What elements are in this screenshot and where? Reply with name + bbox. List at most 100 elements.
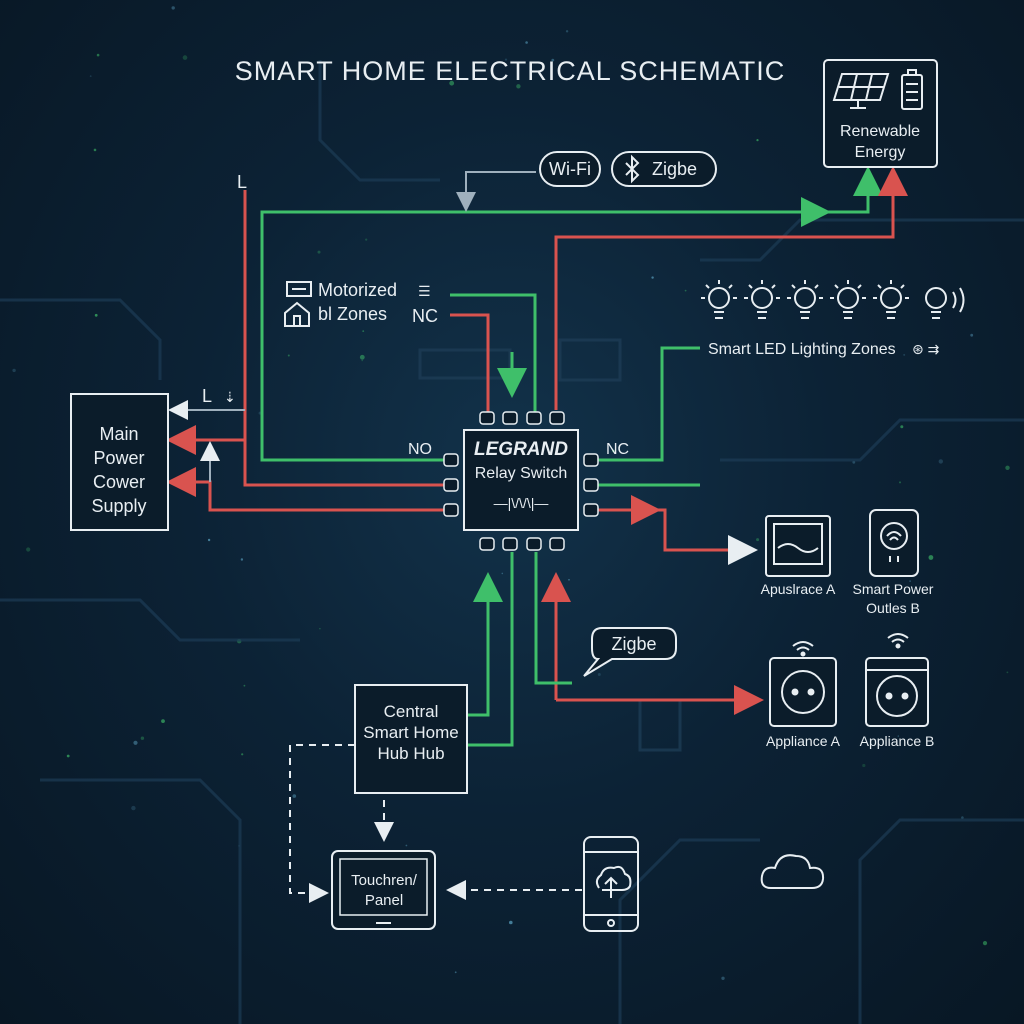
battery-icon [901,69,923,110]
appliance-a-node[interactable]: Appliance A [766,641,841,749]
relay-brand: LEGRAND [474,439,568,460]
glow-dot [131,805,136,811]
relay-pin[interactable] [443,453,459,467]
smartphone-node[interactable] [583,836,639,932]
glow-dot [501,572,504,575]
solar-panel-icon [832,73,890,109]
hub-label-1: Central [384,702,439,721]
glow-dot [909,580,911,582]
wifi-pill[interactable]: Wi-Fi [539,151,601,187]
touch-panel-node[interactable]: Touchren/ Panel [331,850,436,930]
relay-pin[interactable] [526,537,542,551]
relay-pin[interactable] [502,537,518,551]
glow-dot [365,238,368,241]
motorized-red-wire [450,313,490,412]
glow-dot [93,148,97,152]
relay-pin[interactable] [526,411,542,425]
glow-dot [651,276,654,279]
motorized-zones-node[interactable]: Motorized bl Zones ☰ NC [284,280,438,327]
appliance-b-node[interactable]: Appliance B [860,633,935,749]
zigbee-mid-label: Zigbe [611,634,656,654]
main-power-label-4: Supply [91,496,146,516]
glow-dot [171,6,175,10]
hub-label-3: Hub Hub [377,744,444,763]
zigbee-top-pill[interactable]: Zigbe [611,151,717,187]
glow-dot [66,754,70,758]
glow-dot [361,359,363,362]
glow-dot [889,175,891,177]
glow-dot [94,313,98,317]
background-circuit-traces [0,60,1024,1024]
renewable-energy-node[interactable]: Renewable Energy [823,59,938,168]
glow-dot [240,558,244,561]
relay-pin[interactable] [549,411,565,425]
glow-dot [612,449,615,453]
bulb-icon [925,287,965,319]
relay-switch-node[interactable]: LEGRAND Relay Switch —|\/\/\|— [443,411,599,551]
renewable-label-2: Energy [855,144,906,161]
glow-dot [161,719,165,723]
zigbee-mid-bubble[interactable]: Zigbe [583,627,677,677]
appliance-b-label: Appliance B [860,733,935,749]
motorized-label-2: bl Zones [318,304,387,324]
relay-pin[interactable] [443,478,459,492]
relay-pin[interactable] [479,537,495,551]
relay-pin[interactable] [583,503,599,517]
glow-dot [756,139,759,142]
home-icon [284,301,310,327]
glow-dot [721,976,725,980]
relay-symbol: —|\/\/\|— [494,495,549,511]
wifi-icon [887,633,909,649]
relay-pin[interactable] [479,411,495,425]
touch-label-1: Touchren/ [351,872,418,889]
smart-outlet-node[interactable]: Smart Power Outles B [853,509,934,616]
glow-dot [140,736,145,740]
glow-dot [243,684,246,687]
glow-dot [362,330,365,332]
main-power-supply-node[interactable]: Main Power Cower Supply [70,393,169,531]
relay-pin[interactable] [583,478,599,492]
wifi-icon [792,641,814,657]
zigbee-top-label: Zigbe [652,159,697,179]
wifi-label: Wi-Fi [549,159,591,179]
neutral-wire-renewable [825,166,883,214]
ground-icon: ⇣ [224,389,236,405]
bulb-icon [830,280,866,319]
relay-pin[interactable] [549,537,565,551]
live-wire-main-bottom [166,467,445,512]
glow-dot [565,30,569,33]
lighting-zones-node[interactable]: Smart LED Lighting Zones ⊛ ⇉ [701,280,965,358]
display-icon [773,523,823,565]
washer-icon [866,669,928,717]
appliance-a-label: Appliance A [766,733,841,749]
glow-dot [961,816,964,819]
glow-dot [525,41,528,44]
glow-dot [597,673,601,676]
relay-pin[interactable] [443,503,459,517]
glow-dot [405,844,408,847]
lighting-wire [598,346,700,462]
glow-dot [319,628,321,630]
relay-pin[interactable] [502,411,518,425]
bulb-icon [873,280,909,319]
glow-dot [568,579,570,581]
central-hub-node[interactable]: Central Smart Home Hub Hub [354,684,468,794]
smart-outlet-label-1: Smart Power [853,581,934,597]
relay-pin[interactable] [583,453,599,467]
glow-dot [96,53,100,57]
label-nc-right: NC [606,441,629,458]
glow-dot [292,794,297,798]
glow-dot [454,971,457,974]
switch-symbol-icon: ☰ [418,283,431,299]
cloud-icon [760,854,825,889]
label-l-side: L [202,386,212,406]
glow-dot [903,353,906,356]
zigbee-green-wire [534,552,572,685]
glow-dot [89,75,92,77]
glow-dot [241,753,244,756]
hub-label-2: Smart Home [363,723,458,742]
blind-icon [286,281,312,297]
appliance-a-top-node[interactable]: Apuslrace A [761,515,836,597]
page-title: SMART HOME ELECTRICAL SCHEMATIC [235,56,786,86]
